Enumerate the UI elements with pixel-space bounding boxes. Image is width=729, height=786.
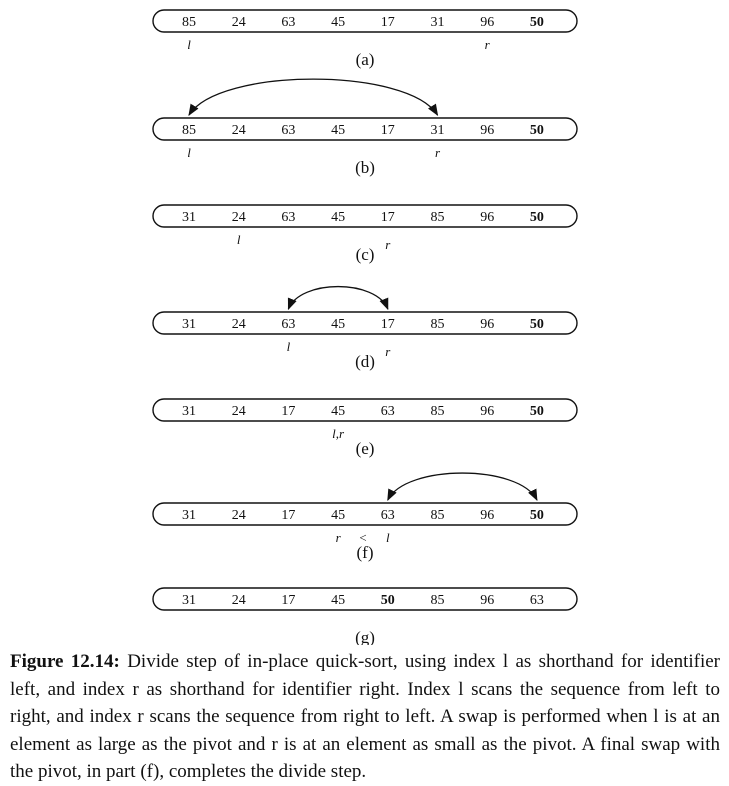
index-marker: l — [237, 232, 241, 247]
step-e: 31 24 17 45 63 85 96 50 l,r (e) — [152, 398, 578, 458]
index-marker: l — [187, 145, 191, 160]
sequence-value: 24 — [232, 210, 246, 225]
sequence-value: 96 — [480, 404, 494, 419]
sequence-value: 96 — [480, 317, 494, 332]
step-label: (f) — [357, 543, 374, 562]
caption-title: Figure 12.14: — [10, 651, 120, 672]
index-marker: l — [187, 37, 191, 52]
swap-arrow — [188, 78, 439, 116]
sequence-value: 24 — [232, 404, 246, 419]
sequence-value: 45 — [331, 123, 345, 138]
sequence-value: 24 — [232, 317, 246, 332]
sequence-value: 24 — [232, 593, 246, 608]
sequence-value: 17 — [281, 593, 295, 608]
sequence-value: 45 — [331, 210, 345, 225]
sequence-value: 96 — [480, 15, 494, 30]
sequence-value: 17 — [381, 210, 395, 225]
step-g: 31 24 17 45 50 85 96 63 (g) — [152, 587, 578, 645]
sequence-value: 31 — [431, 15, 445, 30]
sequence-value: 96 — [480, 210, 494, 225]
index-marker: r — [485, 37, 491, 52]
caption-text: Divide step of in-place quick-sort, usin… — [10, 651, 720, 782]
pivot-value: 50 — [530, 508, 544, 523]
sequence-value: 85 — [182, 15, 196, 30]
sequence-value: 31 — [182, 404, 196, 419]
sequence-value: 96 — [480, 123, 494, 138]
sequence-value: 31 — [182, 210, 196, 225]
sequence-value: 17 — [381, 15, 395, 30]
index-marker: r — [435, 145, 441, 160]
sequence-value: 85 — [431, 508, 445, 523]
sequence-capsule — [152, 398, 578, 422]
sequence-value: 17 — [381, 123, 395, 138]
step-label: (b) — [355, 158, 375, 177]
step-label: (c) — [356, 245, 375, 264]
sequence-value: 85 — [431, 210, 445, 225]
sequence-value: 63 — [381, 508, 395, 523]
sequence-value: 31 — [182, 508, 196, 523]
step-label: (a) — [356, 50, 375, 69]
sequence-value: 85 — [431, 317, 445, 332]
sequence-value: 17 — [281, 508, 295, 523]
figure-caption: Figure 12.14: Divide step of in-place qu… — [10, 648, 720, 786]
step-label: (g) — [355, 628, 375, 645]
pivot-value: 50 — [530, 317, 544, 332]
pivot-value: 50 — [381, 593, 395, 608]
step-label: (e) — [356, 439, 375, 458]
sequence-value: 63 — [281, 210, 295, 225]
pivot-value: 50 — [530, 15, 544, 30]
step-f: 31 24 17 45 63 85 96 50 r < l (f) — [152, 472, 578, 562]
step-a: 85 24 63 45 17 31 96 50 l r (a) — [152, 9, 578, 69]
sequence-value: 45 — [331, 593, 345, 608]
sequence-value: 96 — [480, 593, 494, 608]
sequence-value: 45 — [331, 317, 345, 332]
sequence-capsule — [152, 311, 578, 335]
quicksort-diagram: 85 24 63 45 17 31 96 50 l r (a) 85 24 63 45 17 31 96 50 l r (… — [152, 9, 578, 645]
sequence-value: 85 — [431, 593, 445, 608]
sequence-value: 45 — [331, 15, 345, 30]
sequence-value: 85 — [431, 404, 445, 419]
pivot-value: 50 — [530, 123, 544, 138]
swap-arrow — [387, 472, 538, 502]
sequence-capsule — [152, 502, 578, 526]
swap-arrow — [287, 285, 389, 311]
index-marker: r — [385, 344, 391, 359]
sequence-value: 31 — [182, 317, 196, 332]
sequence-value: 17 — [281, 404, 295, 419]
sequence-value: 63 — [381, 404, 395, 419]
index-marker: l,r — [332, 426, 345, 441]
sequence-value: 24 — [232, 123, 246, 138]
index-marker: < — [359, 530, 368, 545]
index-marker: r — [336, 530, 342, 545]
index-marker: l — [287, 339, 291, 354]
pivot-value: 50 — [530, 404, 544, 419]
sequence-value: 45 — [331, 404, 345, 419]
sequence-value: 63 — [530, 593, 544, 608]
sequence-value: 31 — [182, 593, 196, 608]
sequence-value: 24 — [232, 508, 246, 523]
sequence-value: 63 — [281, 123, 295, 138]
index-marker: r — [385, 237, 391, 252]
sequence-capsule — [152, 587, 578, 611]
index-marker: l — [386, 530, 390, 545]
sequence-value: 45 — [331, 508, 345, 523]
sequence-capsule — [152, 9, 578, 33]
sequence-value: 24 — [232, 15, 246, 30]
pivot-value: 50 — [530, 210, 544, 225]
sequence-value: 31 — [431, 123, 445, 138]
step-b: 85 24 63 45 17 31 96 50 l r (b) — [152, 78, 578, 177]
step-d: 31 24 63 45 17 85 96 50 l r (d) — [152, 285, 578, 371]
sequence-value: 96 — [480, 508, 494, 523]
step-label: (d) — [355, 352, 375, 371]
sequence-capsule — [152, 117, 578, 141]
sequence-capsule — [152, 204, 578, 228]
sequence-value: 63 — [281, 15, 295, 30]
sequence-value: 17 — [381, 317, 395, 332]
sequence-value: 85 — [182, 123, 196, 138]
sequence-value: 63 — [281, 317, 295, 332]
step-c: 31 24 63 45 17 85 96 50 l r (c) — [152, 204, 578, 264]
